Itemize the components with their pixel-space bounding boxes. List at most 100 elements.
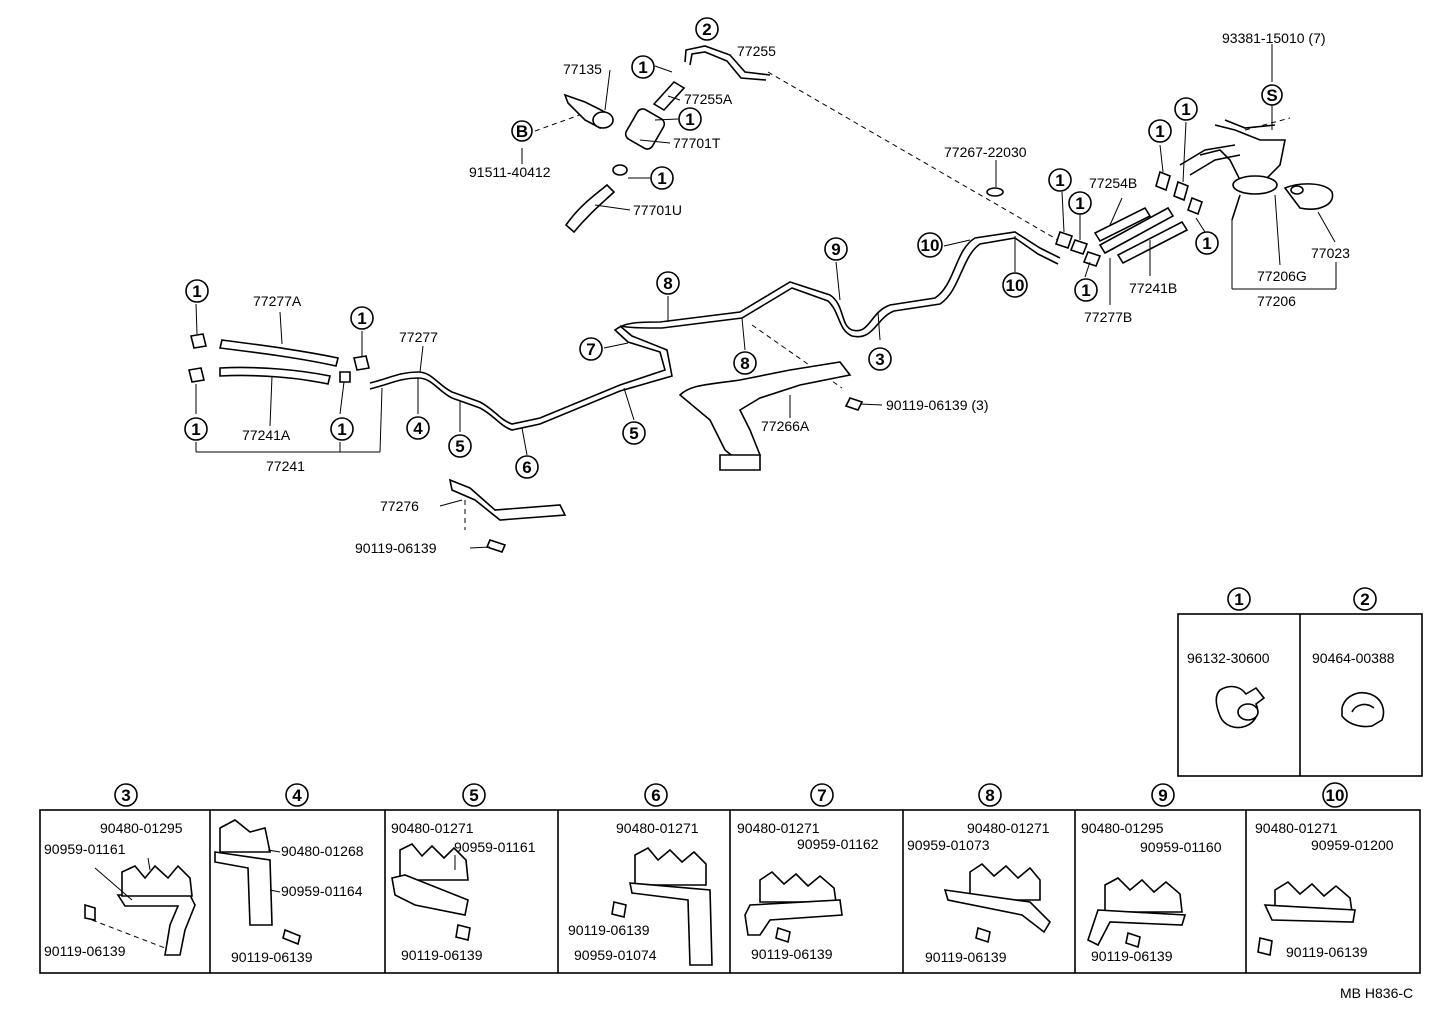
- callout-5: 5: [448, 434, 472, 458]
- part-labels: 77135 77255 77255A 77701T 77701U 91511-4…: [242, 30, 1413, 1001]
- label-77135: 77135: [563, 61, 602, 77]
- svg-text:1: 1: [357, 309, 366, 328]
- svg-text:90119-06139: 90119-06139: [44, 943, 126, 959]
- label-77206: 77206: [1257, 293, 1296, 309]
- svg-text:90480-01295: 90480-01295: [100, 820, 183, 836]
- svg-text:90119-06139: 90119-06139: [231, 949, 313, 965]
- svg-text:9: 9: [831, 240, 840, 259]
- svg-text:90959-01073: 90959-01073: [907, 837, 990, 853]
- label-77266A: 77266A: [761, 418, 810, 434]
- callout-6: 6: [515, 455, 539, 479]
- label-77241B: 77241B: [1129, 280, 1177, 296]
- legend-part-96132-30600: 96132-30600: [1187, 650, 1270, 666]
- svg-text:90480-01268: 90480-01268: [281, 843, 364, 859]
- hoses-left: [188, 333, 370, 385]
- svg-text:1: 1: [1075, 194, 1084, 213]
- callout-S: S: [1261, 84, 1283, 106]
- label-77206G: 77206G: [1257, 268, 1307, 284]
- label-77267-22030: 77267-22030: [944, 144, 1027, 160]
- svg-text:90480-01271: 90480-01271: [616, 820, 699, 836]
- label-90119-06139: 90119-06139: [355, 540, 437, 556]
- callout-1: 1: [1174, 97, 1198, 121]
- svg-text:90119-06139: 90119-06139: [1286, 944, 1368, 960]
- callout-8: 8: [656, 271, 680, 295]
- svg-text:90959-01161: 90959-01161: [44, 841, 126, 857]
- legend-clip-7: 7 90480-01271 90959-01162 90119-06139: [737, 783, 879, 962]
- svg-text:1: 1: [1055, 171, 1064, 190]
- callout-10: 10: [1002, 272, 1028, 298]
- callout-9: 9: [824, 237, 848, 261]
- svg-text:7: 7: [586, 340, 595, 359]
- svg-text:90480-01271: 90480-01271: [967, 820, 1050, 836]
- label-77241: 77241: [266, 458, 305, 474]
- callout-1: 1: [185, 279, 209, 303]
- legend-clip-9: 9 90480-01295 90959-01160 90119-06139: [1081, 783, 1222, 964]
- svg-text:10: 10: [1006, 276, 1025, 295]
- svg-text:90119-06139: 90119-06139: [925, 949, 1007, 965]
- callout-7: 7: [579, 337, 603, 361]
- label-77277A: 77277A: [253, 293, 302, 309]
- clamp-legend: 1 96132-30600 2 90464-00388: [1177, 587, 1423, 777]
- svg-text:1: 1: [1081, 281, 1090, 300]
- svg-text:1: 1: [1234, 590, 1243, 609]
- svg-text:S: S: [1266, 86, 1277, 105]
- legend-clip-8: 8 90480-01271 90959-01073 90119-06139: [907, 783, 1052, 965]
- svg-text:90480-01295: 90480-01295: [1081, 820, 1164, 836]
- svg-text:1: 1: [1181, 100, 1190, 119]
- svg-text:90119-06139: 90119-06139: [751, 946, 833, 962]
- svg-text:7: 7: [817, 786, 826, 805]
- legend-part-90464-00388: 90464-00388: [1312, 650, 1395, 666]
- callout-2: 2: [695, 17, 719, 41]
- callout-1: 1: [650, 166, 674, 190]
- label-77241A: 77241A: [242, 427, 291, 443]
- legend-item-2: 2 90464-00388: [1312, 587, 1395, 728]
- svg-text:3: 3: [875, 350, 884, 369]
- label-77254B: 77254B: [1089, 175, 1137, 191]
- svg-text:90959-01200: 90959-01200: [1311, 837, 1394, 853]
- legend-clip-4: 4 90480-01268 90959-01164 90119-06139: [214, 783, 364, 965]
- callout-5: 5: [622, 421, 646, 445]
- label-93381-15010: 93381-15010 (7): [1222, 30, 1326, 46]
- svg-text:1: 1: [638, 58, 647, 77]
- callout-1: 1: [1195, 231, 1219, 255]
- label-77255A: 77255A: [684, 91, 733, 107]
- svg-text:90119-06139: 90119-06139: [401, 947, 483, 963]
- svg-text:4: 4: [292, 786, 302, 805]
- svg-text:9: 9: [1158, 786, 1167, 805]
- svg-text:6: 6: [651, 786, 660, 805]
- svg-text:1: 1: [685, 110, 694, 129]
- svg-text:2: 2: [702, 20, 711, 39]
- svg-text:90119-06139: 90119-06139: [1091, 948, 1173, 964]
- callouts: 1 1 1 1 1 1 1 1 1 1 1 1 1 2 3 4 5 5 6 7 …: [184, 17, 1283, 479]
- svg-text:8: 8: [663, 274, 672, 293]
- svg-text:1: 1: [191, 420, 200, 439]
- svg-text:90959-01161: 90959-01161: [454, 839, 536, 855]
- diagram-code: MB H836-C: [1340, 985, 1413, 1001]
- legend-clip-3: 3 90480-01295 90959-01161 90119-06139: [44, 783, 196, 959]
- svg-text:8: 8: [985, 786, 994, 805]
- svg-text:3: 3: [121, 786, 130, 805]
- callout-1: 1: [631, 55, 655, 79]
- svg-text:90480-01271: 90480-01271: [1255, 820, 1338, 836]
- label-77701U: 77701U: [633, 202, 682, 218]
- legend-clip-6: 6 90480-01271 90119-06139 90959-01074: [568, 783, 713, 966]
- svg-text:90119-06139: 90119-06139: [568, 922, 650, 938]
- callout-1: 1: [1068, 191, 1092, 215]
- label-77277B: 77277B: [1084, 309, 1132, 325]
- svg-text:2: 2: [1360, 590, 1369, 609]
- label-77701T: 77701T: [673, 135, 721, 151]
- label-77277: 77277: [399, 329, 438, 345]
- svg-text:1: 1: [337, 420, 346, 439]
- callout-1: 1: [1048, 168, 1072, 192]
- svg-text:90480-01271: 90480-01271: [737, 820, 820, 836]
- callout-1: 1: [678, 107, 702, 131]
- callout-8: 8: [733, 351, 757, 375]
- svg-text:5: 5: [469, 786, 478, 805]
- svg-text:10: 10: [1326, 786, 1345, 805]
- svg-text:6: 6: [522, 458, 531, 477]
- legend-clip-10: 10 90480-01271 90959-01200 90119-06139: [1255, 782, 1394, 960]
- legend-clip-5: 5 90480-01271 90959-01161 90119-06139: [391, 783, 536, 963]
- callout-1: 1: [350, 306, 374, 330]
- svg-text:90480-01271: 90480-01271: [391, 820, 474, 836]
